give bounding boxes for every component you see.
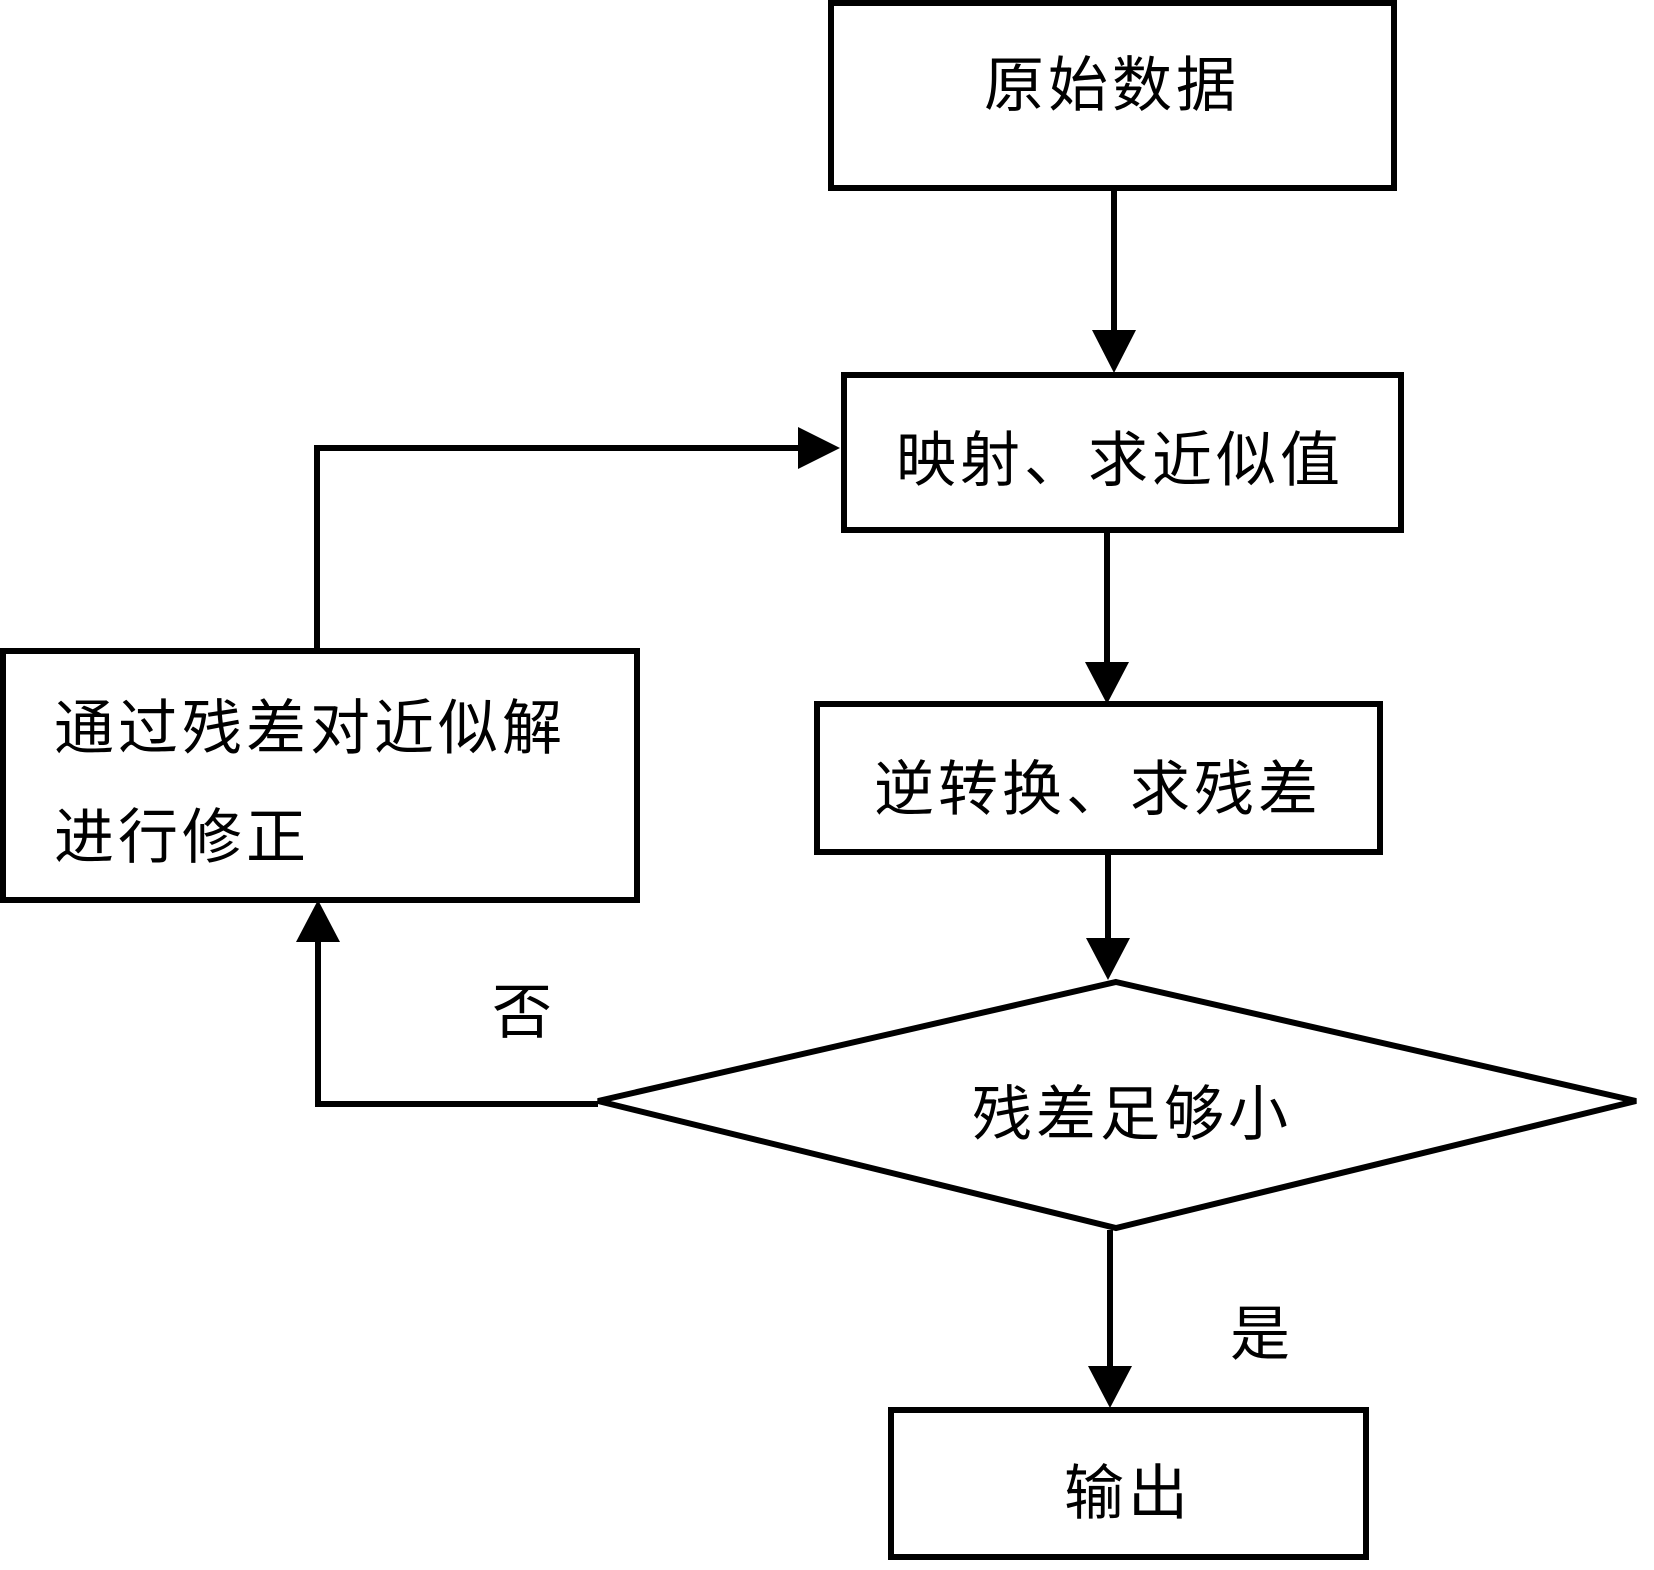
edge-label-yes: 是 [1230,1300,1294,1370]
node-inverse-label: 逆转换、求残差 [874,755,1322,825]
node-output: 输出 [888,1407,1369,1560]
edge-mapping-to-inverse [1085,530,1129,704]
node-output-label: 输出 [1064,1459,1192,1529]
node-mapping: 映射、求近似值 [841,372,1404,533]
node-correction-label-line1: 通过残差对近似解 [54,694,566,764]
arrowhead-down-icon [1086,938,1130,980]
arrowhead-down-icon [1088,1366,1132,1408]
edge-decision-to-correction [296,900,598,1107]
node-correction-label-line2: 进行修正 [54,803,310,873]
edge-label-no: 否 [492,978,556,1048]
node-correction: 通过残差对近似解 进行修正 [0,648,640,903]
arrowhead-down-icon [1085,662,1129,704]
arrowhead-up-icon [296,900,340,942]
arrowhead-down-icon [1092,330,1136,373]
node-mapping-label: 映射、求近似值 [896,426,1344,496]
edge-correction-to-mapping [314,427,840,651]
edge-inverse-to-decision [1086,852,1130,980]
node-raw-data-label: 原始数据 [984,51,1240,121]
node-raw-data: 原始数据 [828,0,1397,191]
arrowhead-right-icon [798,427,840,469]
node-decision-label: 残差足够小 [972,1080,1292,1150]
node-inverse: 逆转换、求残差 [814,701,1383,855]
edge-decision-to-output [1088,1230,1132,1408]
node-decision: 残差足够小 [597,978,1637,1232]
edge-raw-to-mapping [1092,188,1136,373]
